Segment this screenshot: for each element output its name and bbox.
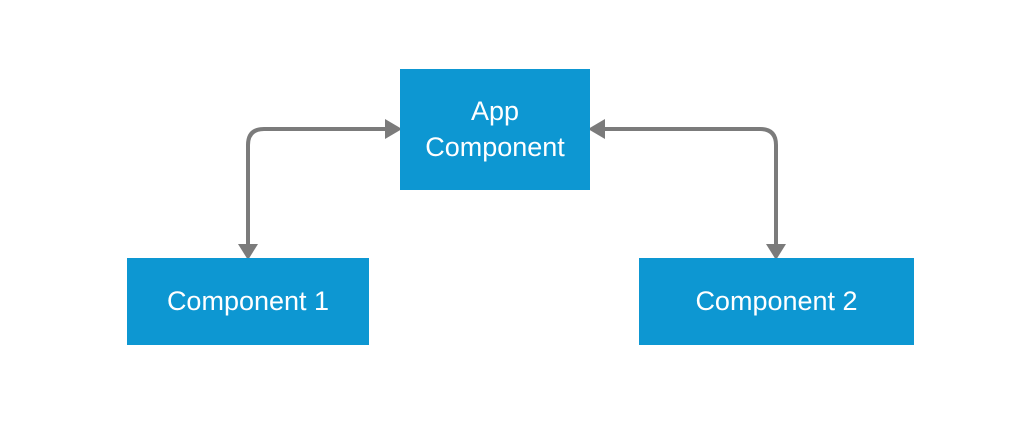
- arrowhead-app-right: [588, 119, 605, 139]
- component-1-node: Component 1: [127, 258, 369, 345]
- app-component-node: App Component: [400, 69, 590, 190]
- component-2-node: Component 2: [639, 258, 914, 345]
- component-2-label: Component 2: [695, 285, 858, 316]
- app-component-label: App Component: [425, 96, 565, 162]
- arrowhead-component1-top: [238, 244, 258, 260]
- arrowhead-app-left: [385, 119, 402, 139]
- connector-app-component2: [600, 127, 778, 249]
- connector-app-component1: [246, 127, 390, 249]
- component-1-label: Component 1: [166, 285, 330, 316]
- arrowhead-component2-top: [766, 244, 786, 260]
